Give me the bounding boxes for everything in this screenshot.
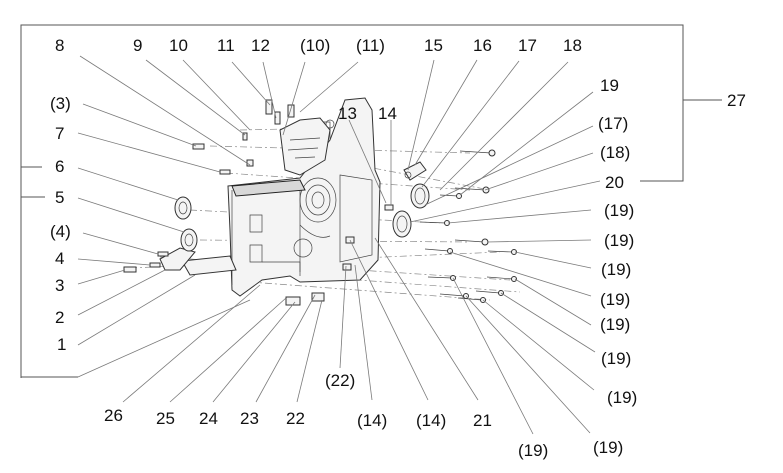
label-top-16: 16: [473, 36, 492, 55]
label-left-3-ref: (3): [50, 94, 71, 113]
bearing-6: [174, 196, 192, 220]
label-bottom-14-ref-a: (14): [357, 411, 387, 430]
crankcase-body: [227, 97, 381, 297]
label-bottom-19-ref-a: (19): [518, 441, 548, 460]
label-right-18-ref: (18): [600, 143, 630, 162]
left-bracket-line: [20, 24, 303, 378]
collar-17: [410, 183, 430, 209]
label-left-7: 7: [55, 124, 64, 143]
label-top-17: 17: [518, 36, 537, 55]
label-bottom-21: 21: [473, 411, 492, 430]
label-bottom-22-ref: (22): [325, 371, 355, 390]
label-bottom-19-ref-b: (19): [593, 438, 623, 457]
label-bottom-23: 23: [240, 409, 259, 428]
label-right-19-ref-b: (19): [604, 231, 634, 250]
label-top-11-ref: (11): [356, 36, 385, 55]
label-right-19-ref-g: (19): [607, 388, 637, 407]
label-top-9: 9: [133, 36, 142, 55]
label-left-5: 5: [55, 188, 64, 207]
label-left-4-ref: (4): [50, 222, 71, 241]
label-13: 13: [338, 104, 357, 123]
leader-lines: [77, 55, 601, 435]
label-top-18: 18: [563, 36, 582, 55]
label-bottom-14-ref-b: (14): [416, 411, 446, 430]
bolts-19: [419, 149, 517, 303]
label-right-17-ref: (17): [598, 114, 628, 133]
seal-5: [180, 228, 198, 252]
label-top-8: 8: [55, 36, 64, 55]
label-left-1: 1: [57, 335, 66, 354]
label-14: 14: [378, 104, 397, 123]
label-right-19-ref-c: (19): [601, 260, 631, 279]
bearing-20: [392, 210, 412, 238]
label-top-10: 10: [169, 36, 188, 55]
label-bottom-25: 25: [156, 409, 175, 428]
label-left-4: 4: [55, 249, 64, 268]
label-top-11: 11: [217, 36, 235, 55]
part-labels: 8 9 10 11 12 (10) (11) 15 16 17 18 (3) 7…: [50, 36, 746, 460]
label-right-20: 20: [605, 173, 624, 192]
label-left-2: 2: [55, 308, 64, 327]
assembly-bracket: [20, 24, 722, 378]
right-bracket-line: [300, 24, 684, 182]
sensor-15-16: [403, 161, 427, 181]
label-left-6: 6: [55, 157, 64, 176]
label-top-15: 15: [424, 36, 443, 55]
label-top-10-ref: (10): [300, 36, 330, 55]
label-top-12: 12: [251, 36, 270, 55]
label-right-19-ref-f: (19): [601, 349, 631, 368]
label-bottom-26: 26: [104, 406, 123, 425]
bearings: [174, 161, 430, 252]
label-bottom-24: 24: [199, 409, 218, 428]
label-right-19-ref-d: (19): [600, 290, 630, 309]
label-bottom-22: 22: [286, 409, 305, 428]
label-left-3: 3: [55, 276, 64, 295]
label-right-19-ref-e: (19): [600, 315, 630, 334]
label-right-19-ref-a: (19): [604, 201, 634, 220]
label-assembly-27: 27: [727, 91, 746, 110]
label-right-19: 19: [600, 76, 619, 95]
gasket-plate: [159, 247, 237, 276]
